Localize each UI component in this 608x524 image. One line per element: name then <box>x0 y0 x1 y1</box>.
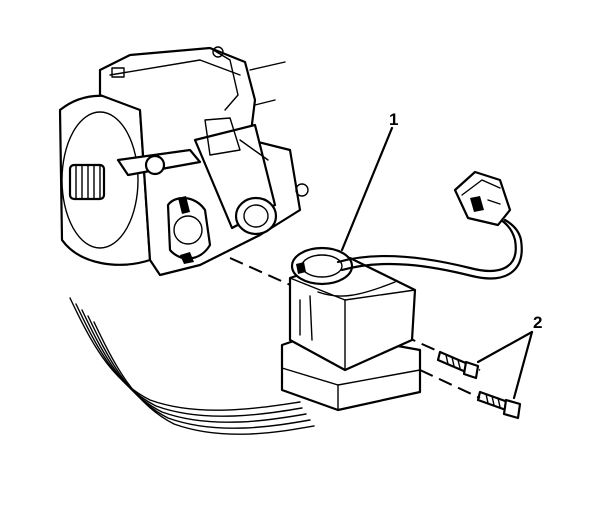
callout-2-label: 2 <box>533 313 542 332</box>
electrical-connector <box>453 170 512 227</box>
alignment-line-2 <box>419 369 481 399</box>
steering-column-housing <box>58 46 309 277</box>
leader-lines <box>340 126 534 400</box>
switch-module <box>280 246 422 412</box>
wire-lead <box>336 216 523 280</box>
wiring-harness <box>69 297 315 435</box>
callout-1-label: 1 <box>389 110 398 129</box>
bolt-upper <box>436 350 480 380</box>
